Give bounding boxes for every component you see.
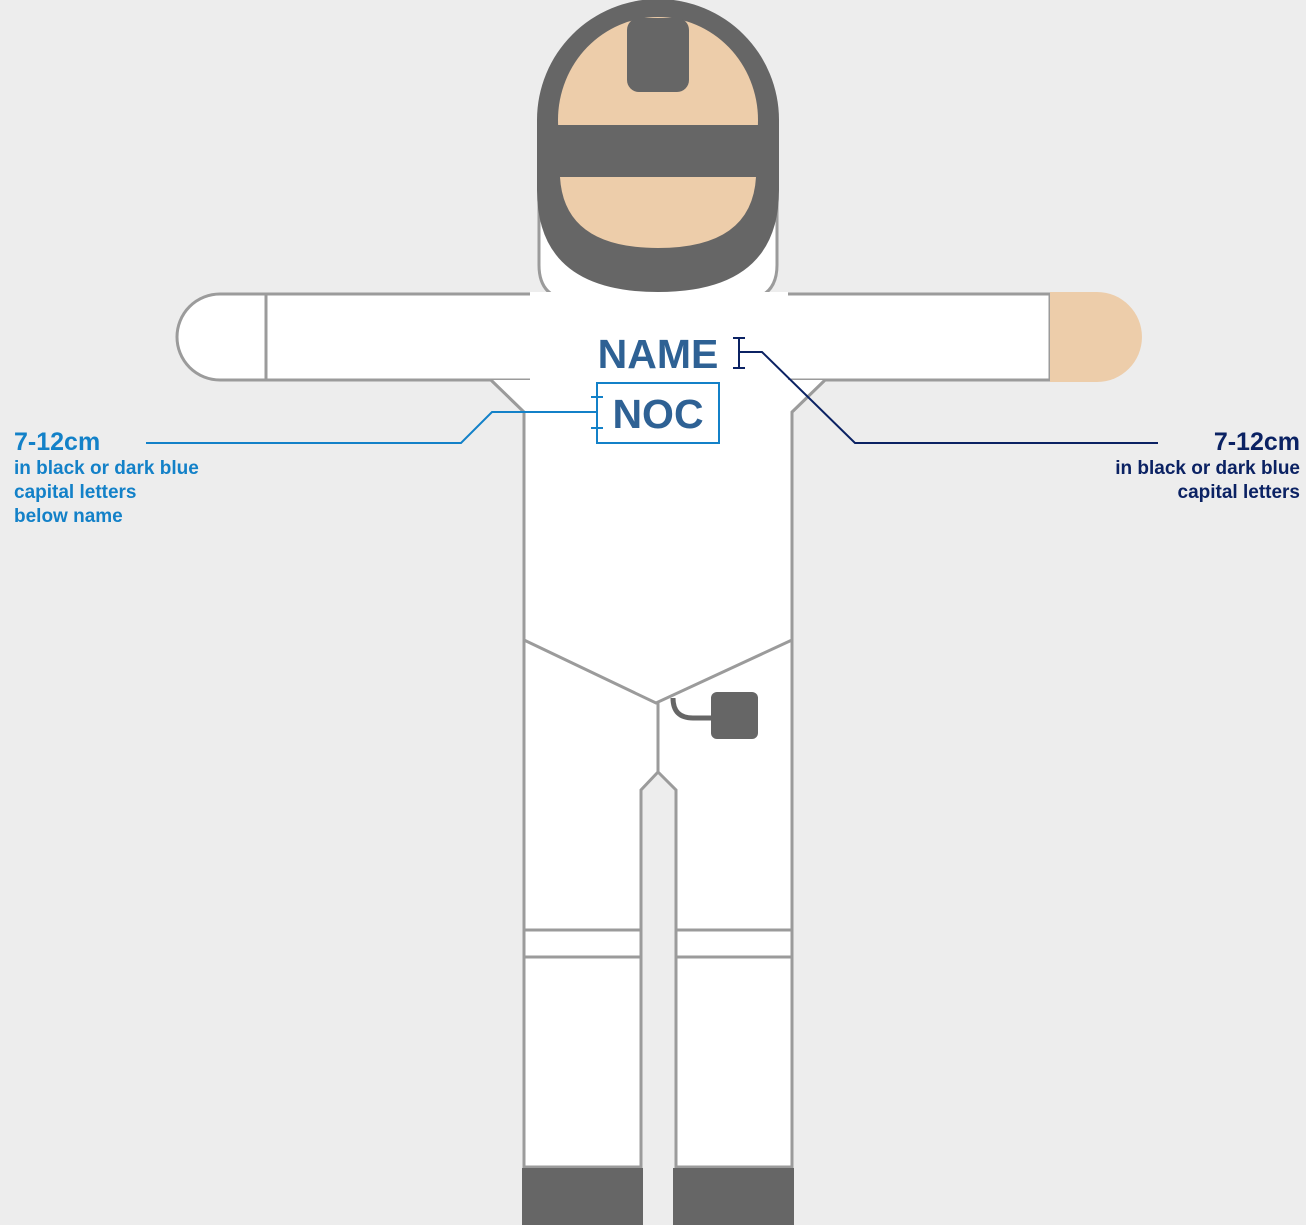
- right-knee-band: [676, 930, 792, 957]
- noc-callout-size: 7-12cm: [14, 427, 199, 457]
- left-shoe: [522, 1168, 643, 1225]
- right-shoe: [673, 1168, 794, 1225]
- noc-callout-line-1: in black or dark blue: [14, 457, 199, 481]
- name-callout: 7-12cm in black or dark blue capital let…: [1115, 427, 1300, 505]
- left-sock: [524, 957, 641, 1167]
- right-sock: [676, 957, 792, 1167]
- chest-name-text: NAME: [598, 331, 719, 377]
- body-wire-socket: [711, 692, 758, 739]
- noc-callout: 7-12cm in black or dark blue capital let…: [14, 427, 199, 529]
- fencing-mask-icon: [537, 0, 779, 292]
- noc-callout-line-3: below name: [14, 505, 199, 529]
- noc-callout-line-2: capital letters: [14, 481, 199, 505]
- jacket-outline-left: [491, 380, 524, 640]
- right-hand: [1050, 292, 1142, 382]
- name-callout-line-2: capital letters: [1115, 481, 1300, 505]
- left-knee-band: [524, 930, 641, 957]
- chest-noc-text: NOC: [612, 391, 703, 437]
- name-callout-size: 7-12cm: [1115, 427, 1300, 457]
- jacket-outline-right: [792, 380, 825, 640]
- name-callout-line-1: in black or dark blue: [1115, 457, 1300, 481]
